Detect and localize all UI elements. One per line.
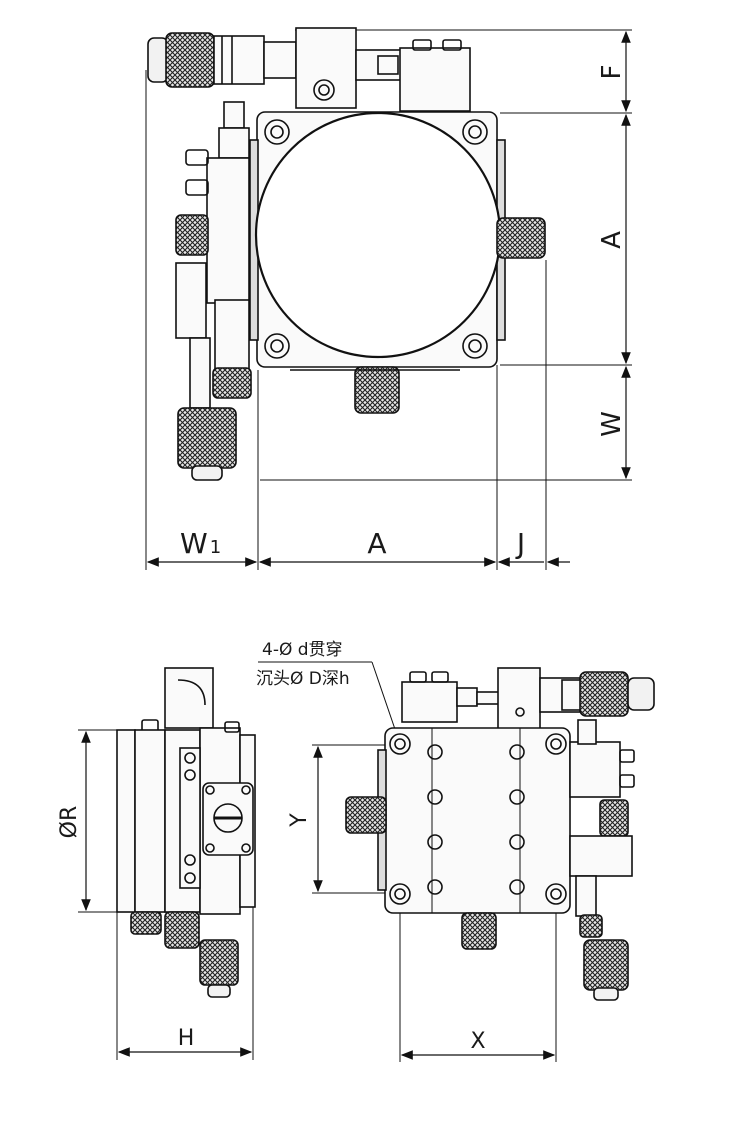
note-leader bbox=[371, 661, 399, 739]
main-stage bbox=[249, 111, 506, 368]
side-view: ØR H bbox=[57, 667, 256, 1060]
dim-label-H: H bbox=[178, 1026, 195, 1051]
bottom-knob bbox=[290, 366, 460, 414]
dim-label-R: ØR bbox=[57, 806, 82, 839]
dim-label-A-horizontal: A bbox=[367, 527, 386, 560]
dim-label-W: W bbox=[597, 411, 627, 437]
dim-label-W1-main: W bbox=[180, 527, 208, 560]
side-extension-lines bbox=[78, 729, 254, 1060]
left-slide bbox=[175, 101, 252, 481]
mounting-holes bbox=[389, 733, 567, 905]
dim-label-Y: Y bbox=[287, 813, 312, 828]
top-block bbox=[295, 27, 471, 112]
dim-label-J: J bbox=[515, 527, 525, 560]
screw-holes bbox=[427, 744, 525, 895]
bottom-view: 4-Ø d贯穿 沉头Ø D深h Y X bbox=[256, 640, 655, 1062]
dim-label-W1-sub: 1 bbox=[210, 537, 221, 558]
dim-label-X: X bbox=[470, 1029, 485, 1054]
right-knob bbox=[496, 217, 546, 259]
dim-label-A-vertical: A bbox=[597, 231, 627, 249]
dim-label-F: F bbox=[597, 65, 627, 80]
note-line1: 4-Ø d贯穿 bbox=[262, 640, 343, 660]
bottom-extension-lines bbox=[312, 744, 557, 1062]
top-extension-lines bbox=[145, 29, 632, 570]
top-micrometer bbox=[147, 32, 297, 88]
note-line2: 沉头Ø D深h bbox=[256, 669, 350, 689]
